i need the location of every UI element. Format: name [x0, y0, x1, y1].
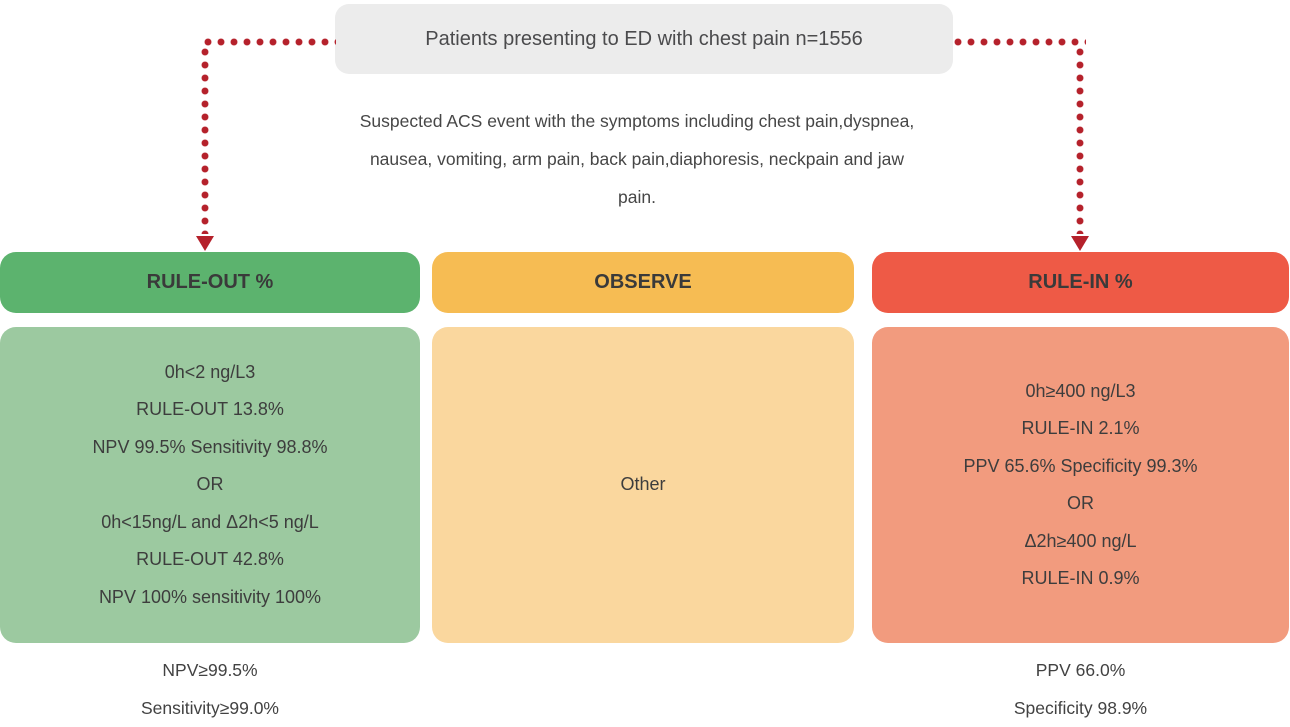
rule-out-header-label: RULE-OUT % [146, 271, 274, 293]
rule-out-criterion: NPV 99.5% Sensitivity 98.8% [92, 436, 328, 457]
rule-out-summary-line: Sensitivity≥99.0% [140, 698, 279, 718]
rule-in-summary-line: Specificity 98.9% [1013, 698, 1148, 718]
observe-header-label: OBSERVE [594, 271, 692, 293]
observe-body: Other [432, 327, 854, 643]
rule-in-criterion: Δ2h≥400 ng/L [1024, 530, 1137, 551]
dotted-connector-left-horizontal [204, 38, 336, 46]
rule-in-criterion: OR [1067, 493, 1094, 513]
rule-out-criterion: RULE-OUT 13.8% [136, 399, 284, 420]
rule-out-header: RULE-OUT % [0, 252, 420, 313]
patients-box-text: Patients presenting to ED with chest pai… [425, 27, 863, 50]
arrow-down-icon [196, 236, 214, 251]
rule-in-criterion: RULE-IN 2.1% [1021, 418, 1140, 438]
rule-in-criterion: RULE-IN 0.9% [1021, 568, 1140, 588]
description-line: nausea, vomiting, arm pain, back pain,di… [369, 149, 905, 169]
rule-in-criterion: PPV 65.6% Specificity 99.3% [963, 455, 1198, 476]
dotted-connector-right-horizontal [954, 38, 1086, 46]
suspected-acs-description: Suspected ACS event with the symptoms in… [245, 102, 1029, 216]
observe-criterion: Other [620, 474, 666, 495]
rule-out-criterion: OR [196, 474, 224, 495]
rule-out-body: 0h<2 ng/L3 RULE-OUT 13.8% NPV 99.5% Sens… [0, 327, 420, 643]
arrow-down-icon [1071, 236, 1089, 251]
rule-out-criterion: RULE-OUT 42.8% [136, 549, 284, 570]
rule-out-criterion: 0h<15ng/L and Δ2h<5 ng/L [101, 511, 319, 532]
rule-out-criterion: NPV 100% sensitivity 100% [98, 586, 322, 607]
dotted-connector-right-vertical [1076, 48, 1084, 234]
rule-in-header: RULE-IN % [872, 252, 1289, 313]
description-line: Suspected ACS event with the symptoms in… [359, 111, 915, 131]
description-line: pain. [618, 187, 656, 207]
rule-in-body: 0h≥400 ng/L3 RULE-IN 2.1% PPV 65.6% Spec… [872, 327, 1289, 643]
rule-out-summary-line: NPV≥99.5% [162, 660, 258, 680]
rule-in-criterion: 0h≥400 ng/L3 [1025, 380, 1136, 401]
rule-in-summary-line: PPV 66.0% [1035, 660, 1126, 680]
rule-out-summary: NPV≥99.5% Sensitivity≥99.0% [0, 651, 420, 727]
patients-box: Patients presenting to ED with chest pai… [335, 4, 953, 74]
rule-in-summary: PPV 66.0% Specificity 98.9% [872, 651, 1289, 727]
dotted-connector-left-vertical [201, 48, 209, 234]
observe-header: OBSERVE [432, 252, 854, 313]
rule-out-criterion: 0h<2 ng/L3 [164, 361, 256, 382]
rule-in-header-label: RULE-IN % [1028, 271, 1133, 293]
